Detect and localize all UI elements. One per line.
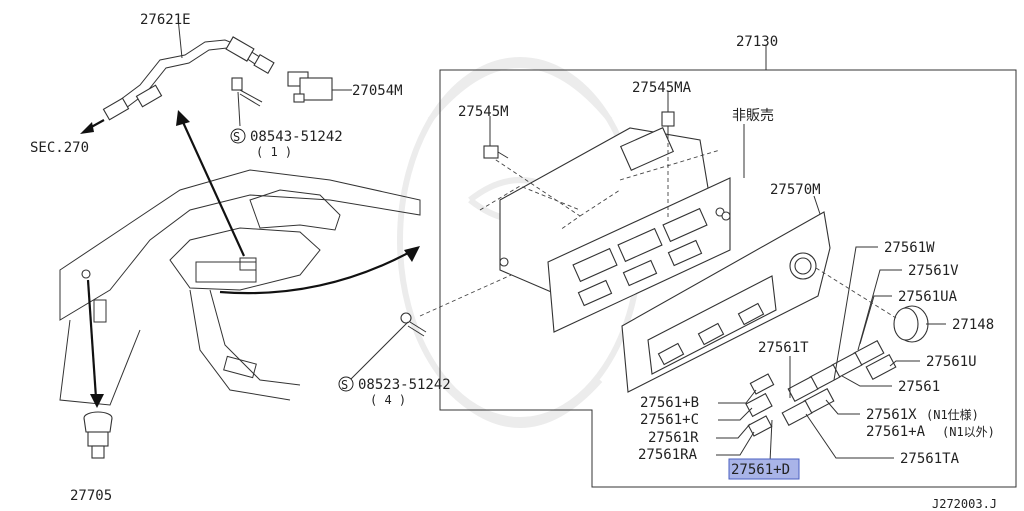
screw-guide-dash2 [619,122,721,220]
label-knob-v[interactable]: 27561V [908,263,959,279]
leader-knob-ta [805,413,894,459]
label-knob-main[interactable]: 27561 [898,379,940,395]
knob-guide-dash [815,267,897,319]
label-knob-a-note: (N1以外) [942,425,995,439]
arrow-to-sensor-icon [81,269,104,408]
bezel-27570M[interactable] [621,211,831,393]
leader-knob-ra [716,431,755,456]
leader-knob-main [841,375,892,387]
leader-knob-u [889,360,920,367]
leader-knob-x [825,399,860,415]
sec-arrow-icon [80,119,105,134]
leader-knob-c [718,407,753,421]
label-connector[interactable]: 27054M [352,83,403,99]
screw-symbol2-icon [338,376,354,392]
button-cluster[interactable] [745,339,897,437]
dashboard-illustration [59,169,421,406]
leader-bezel [813,195,821,215]
label-knob-ra[interactable]: 27561RA [638,447,698,463]
label-bezel[interactable]: 27570M [770,182,821,198]
label-knob-r[interactable]: 27561R [648,430,699,446]
label-bolt1-qty: ( 1 ) [256,145,292,159]
bolt2-icon [400,312,427,337]
screw-symbol-label: S [233,130,240,144]
screw-symbol-icon [230,128,246,144]
label-screw-a[interactable]: 27545MA [632,80,692,96]
assembly-frame [439,69,1017,488]
label-knob-t[interactable]: 27561T [758,340,809,356]
label-knob-x[interactable]: 27561X [866,407,917,423]
highlight-knob-d[interactable] [728,458,800,480]
leader-knob-d [769,419,773,463]
label-bolt1-part[interactable]: 08543-51242 [250,129,343,145]
bolt-icon [231,77,263,107]
label-screw-b[interactable]: 27545M [458,104,509,120]
connector-27054M[interactable] [287,71,333,103]
arrow-to-hose-icon [176,110,246,257]
leader-bolt2 [349,321,409,381]
label-knob-ta[interactable]: 27561TA [900,451,960,467]
screw-guide-dash [479,155,621,231]
leader-hose [177,17,183,59]
label-not-for-sale[interactable]: 非販売 [732,108,774,124]
label-bolt2-qty: ( 4 ) [370,393,406,407]
label-knob-148[interactable]: 27148 [952,317,994,333]
control-unit[interactable] [499,127,731,333]
leader-knob-b [718,389,757,404]
label-knob-ua[interactable]: 27561UA [898,289,958,305]
label-knob-x-note: (N1仕様) [926,408,979,422]
sensor-27705[interactable] [83,411,113,459]
label-knob-a[interactable]: 27561+A [866,424,926,440]
leader-bolt1 [237,91,241,127]
label-hose[interactable]: 27621E [140,12,191,28]
knob-27148[interactable] [893,305,929,343]
label-knob-d[interactable]: 27561+D [731,462,790,478]
diagram-code: J272003.J [932,497,997,511]
screw-27545MA-icon [661,111,675,136]
label-knob-b[interactable]: 27561+B [640,395,699,411]
screw-symbol2-label: S [341,378,348,392]
label-knob-w[interactable]: 27561W [884,240,935,256]
label-sec-ref[interactable]: SEC.270 [30,140,89,156]
screw-27545M-icon [483,145,509,159]
label-knob-u[interactable]: 27561U [926,354,977,370]
arrow-to-panel-icon [219,246,420,295]
leader-knob-ua [859,295,892,345]
label-assembly[interactable]: 27130 [736,34,778,50]
label-bolt2-part[interactable]: 08523-51242 [358,377,451,393]
label-sensor[interactable]: 27705 [70,488,112,504]
leader-knob-w [833,246,878,381]
hose-27621E[interactable] [102,36,275,121]
leader-knob-v [857,269,902,351]
leader-knob-r [716,423,751,439]
label-knob-c[interactable]: 27561+C [640,412,699,428]
